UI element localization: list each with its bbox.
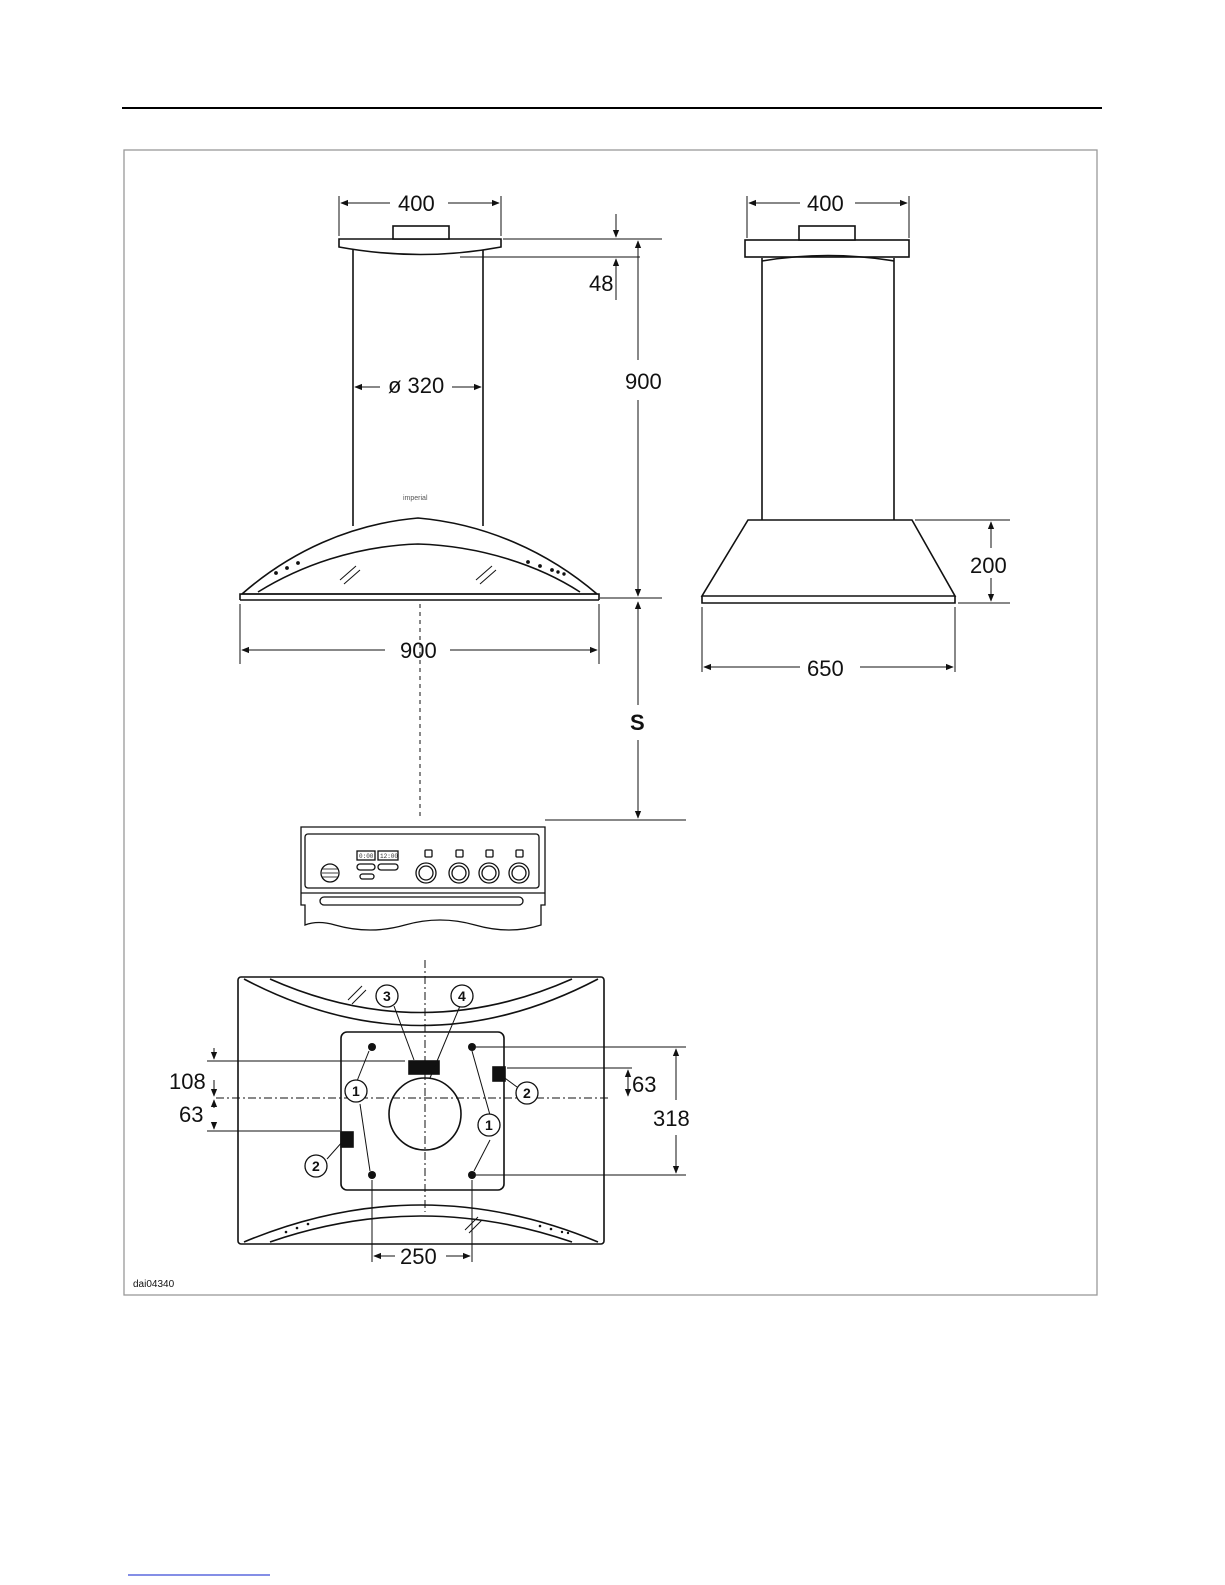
side-duct-outlet [799, 226, 855, 240]
side-hood-body [702, 520, 955, 596]
callout-2-right: 2 [523, 1085, 531, 1101]
oven [301, 827, 545, 930]
dim-chimney-diameter: ø 320 [388, 373, 444, 398]
callout-1-left: 1 [352, 1083, 360, 1099]
oven-display-timer: 0:00 [359, 853, 374, 860]
dim-front-chimney-width: 400 [398, 191, 435, 216]
front-top-cap [339, 239, 501, 255]
dim-bracket-offset-lower: 63 [179, 1102, 203, 1127]
callout-4: 4 [458, 988, 466, 1004]
dim-clearance: S [630, 710, 645, 735]
brand-label: imperial [403, 495, 428, 502]
front-hood-body [242, 518, 597, 594]
dim-front-width: 900 [400, 638, 437, 663]
dim-bracket-offset-right: 63 [632, 1072, 656, 1097]
dim-hole-spacing-horizontal: 250 [400, 1244, 437, 1269]
side-dimensions [702, 196, 1010, 672]
bracket-2-left [341, 1132, 353, 1147]
front-duct-outlet [393, 226, 449, 239]
callout-1-right: 1 [485, 1117, 493, 1133]
side-view [702, 226, 955, 603]
front-dimensions [240, 196, 686, 820]
callout-3: 3 [383, 988, 391, 1004]
bracket-2-right [493, 1067, 505, 1081]
dim-top-cap-height: 48 [589, 271, 613, 296]
dim-overall-height: 900 [625, 369, 662, 394]
oven-display-clock: 12:00 [380, 853, 398, 860]
reference-code: dai04340 [133, 1279, 175, 1290]
dim-side-depth: 650 [807, 656, 844, 681]
dim-hole-spacing-vertical: 318 [653, 1106, 690, 1131]
dim-side-hood-height: 200 [970, 553, 1007, 578]
callout-2-left: 2 [312, 1158, 320, 1174]
dim-bracket-offset-upper: 108 [169, 1069, 206, 1094]
top-view [238, 977, 604, 1244]
side-top-cap [745, 240, 909, 257]
front-view [240, 226, 599, 600]
dim-side-chimney-width: 400 [807, 191, 844, 216]
